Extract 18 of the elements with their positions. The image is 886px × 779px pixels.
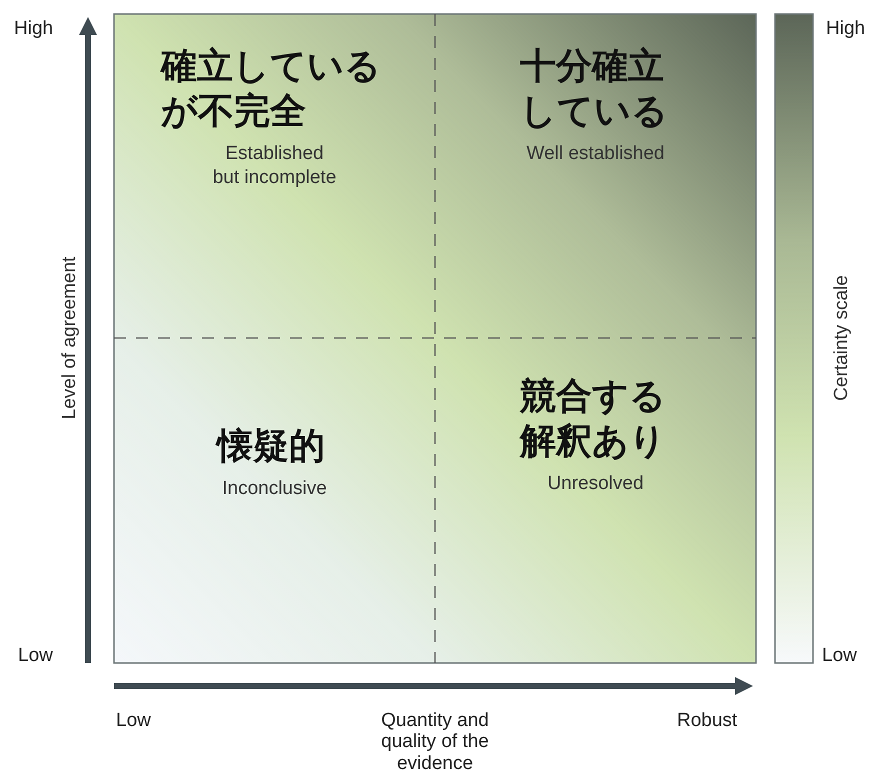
- axis-label: Low: [116, 710, 151, 733]
- axis-label: High: [14, 18, 54, 41]
- color-scale-bar: [774, 13, 814, 664]
- quadrant-title: 懐疑的: [216, 425, 326, 469]
- axis-label: Low: [18, 645, 53, 668]
- quadrant-title: 競合する解釈あり: [520, 375, 667, 464]
- axis-title: Quantity and quality of the evidence: [380, 710, 490, 774]
- quadrant-title: 確立しているが不完全: [161, 45, 382, 134]
- scale-label: High: [826, 18, 866, 41]
- quadrant-subtitle: Inconclusive: [221, 477, 328, 501]
- quadrant-subtitle: Well established: [526, 142, 666, 166]
- axis-title: Level of agreement: [59, 256, 81, 422]
- scale-label: Low: [822, 645, 857, 668]
- axis-title: Certainty scale: [831, 274, 853, 403]
- quadrant-subtitle: Unresolved: [546, 472, 645, 496]
- axis-label: Robust: [677, 710, 738, 733]
- quadrant-title: 十分確立している: [520, 45, 669, 134]
- quadrant-subtitle: Established but incomplete: [212, 142, 337, 190]
